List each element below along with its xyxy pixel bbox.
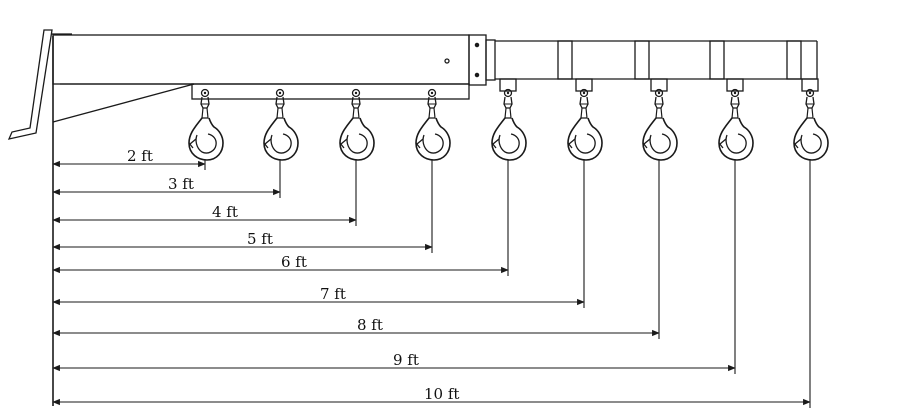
mast-plate — [7, 29, 53, 140]
dimension-label: 2 ft — [127, 147, 153, 165]
crane-hook-icon — [263, 88, 299, 198]
crane-hook-icon — [642, 88, 678, 339]
crane-hook-icon — [188, 88, 224, 170]
dimension-label: 7 ft — [320, 285, 346, 303]
end-plate — [468, 34, 487, 86]
hanger-bracket — [499, 78, 517, 92]
dimension-label: 6 ft — [281, 253, 307, 271]
crane-hook-icon — [491, 88, 527, 276]
beam-hole — [444, 58, 450, 64]
dimension-label: 8 ft — [357, 316, 383, 334]
hanger-bracket — [575, 78, 593, 92]
crane-hook-icon — [718, 88, 754, 374]
tube-clamp — [557, 40, 573, 80]
dimension-label: 3 ft — [168, 175, 194, 193]
crane-hook-icon — [339, 88, 375, 226]
main-beam — [52, 34, 470, 85]
crane-hook-icon — [415, 88, 451, 253]
tube-clamp — [709, 40, 725, 80]
crane-hook-icon — [567, 88, 603, 308]
dimension-label: 4 ft — [212, 203, 238, 221]
crane-hook-icon — [793, 88, 829, 408]
tube-clamp — [786, 40, 802, 80]
hanger-bracket — [650, 78, 668, 92]
tube-clamp — [634, 40, 650, 80]
hook-group — [188, 40, 829, 408]
flange — [485, 39, 496, 81]
dimension-label: 5 ft — [247, 230, 273, 248]
dimension-label: 10 ft — [424, 385, 459, 403]
brace — [52, 83, 195, 123]
hook-rail — [191, 83, 470, 100]
hanger-bracket — [726, 78, 744, 92]
dimension-label: 9 ft — [393, 351, 419, 369]
hanger-bracket — [801, 78, 819, 92]
dimension-group: 2 ft 3 ft 4 ft 5 ft 6 ft 7 ft 8 ft 9 ft 10 ft — [52, 147, 811, 406]
boom-structure — [7, 29, 818, 406]
